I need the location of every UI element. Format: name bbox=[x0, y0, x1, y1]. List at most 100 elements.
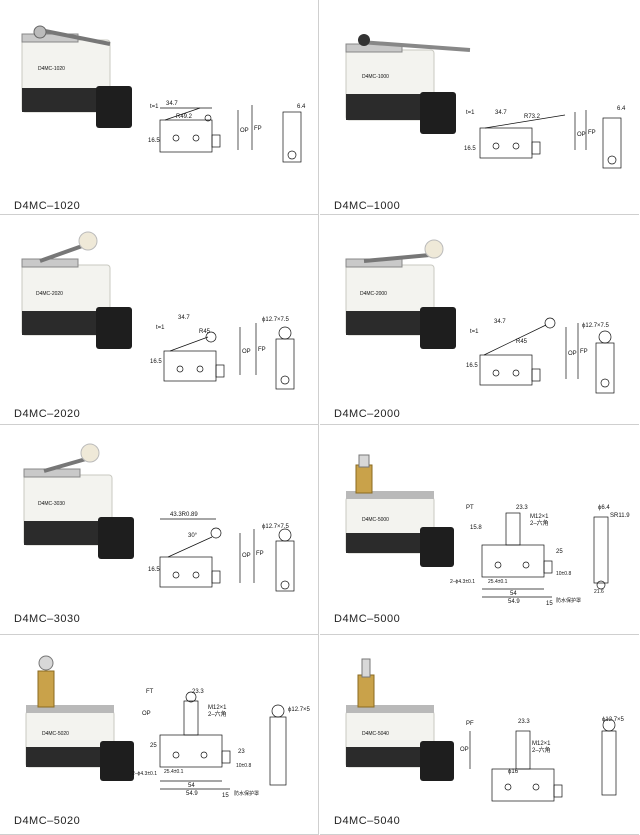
svg-text:16.5: 16.5 bbox=[464, 146, 476, 152]
svg-text:PF: PF bbox=[466, 721, 474, 727]
product-cell-2: D4MC-1000 34.7 t=1 R73.2 6.4 16.5 OP FP … bbox=[320, 0, 639, 215]
product-cell-8: D4MC-5040 PF 23.3 M12×1 2–六角 OP ϕ12.7×5 … bbox=[320, 635, 639, 835]
svg-text:10±0.8: 10±0.8 bbox=[236, 763, 251, 769]
svg-text:10±0.8: 10±0.8 bbox=[556, 571, 571, 577]
svg-text:ϕ16: ϕ16 bbox=[508, 769, 519, 775]
svg-text:D4MC-5040: D4MC-5040 bbox=[362, 731, 389, 737]
svg-text:FP: FP bbox=[256, 551, 264, 557]
switch-photo-and-drawing: D4MC-5000 PT 23.3 M12×1 2–六角 15.8 ϕ6.4 S… bbox=[345, 454, 630, 607]
switch-photo-and-drawing: D4MC-3030 43.3R0.89 30° ϕ12.7×7.5 16.5 O… bbox=[23, 443, 295, 592]
svg-text:OP: OP bbox=[242, 349, 251, 355]
model-label: D4MC–5020 bbox=[14, 815, 81, 827]
svg-text:2–ϕ4.3±0.1: 2–ϕ4.3±0.1 bbox=[132, 771, 157, 777]
model-label: D4MC–1020 bbox=[14, 200, 81, 212]
switch-photo: D4MC-5000 bbox=[345, 454, 454, 567]
model-label: D4MC–1000 bbox=[334, 200, 401, 212]
svg-text:25: 25 bbox=[150, 743, 157, 749]
product-cell-5: D4MC-3030 43.3R0.89 30° ϕ12.7×7.5 16.5 O… bbox=[0, 425, 319, 635]
svg-text:ϕ12.7×7.5: ϕ12.7×7.5 bbox=[262, 317, 290, 323]
product-cell-4: D4MC-2000 34.7 t=1 R45 ϕ12.7×7.5 16.5 OP… bbox=[320, 215, 639, 425]
svg-text:FP: FP bbox=[258, 347, 266, 353]
svg-text:OP: OP bbox=[460, 747, 469, 753]
svg-text:M12×1: M12×1 bbox=[530, 514, 549, 520]
product-cell-1: D4MC-1020 34.7 t=1 R49.2 6.4 16.5 OP FP bbox=[0, 0, 319, 215]
model-label: D4MC–5000 bbox=[334, 613, 401, 625]
svg-text:FT: FT bbox=[146, 689, 154, 695]
svg-text:23.3: 23.3 bbox=[192, 689, 204, 695]
svg-text:34.7: 34.7 bbox=[494, 319, 506, 325]
product-cell-3: D4MC-2020 34.7 t=1 R45 ϕ12.7×7.5 16.5 OP… bbox=[0, 215, 319, 425]
svg-text:M12×1: M12×1 bbox=[532, 741, 551, 747]
svg-text:23.3: 23.3 bbox=[516, 505, 528, 511]
svg-text:D4MC-3030: D4MC-3030 bbox=[38, 501, 65, 507]
svg-text:ϕ12.7×5: ϕ12.7×5 bbox=[288, 707, 311, 713]
svg-text:15.8: 15.8 bbox=[470, 525, 482, 531]
svg-text:D4MC-1000: D4MC-1000 bbox=[362, 74, 389, 80]
svg-text:R73.2: R73.2 bbox=[524, 114, 541, 120]
svg-text:16.5: 16.5 bbox=[466, 363, 478, 369]
switch-photo-and-drawing: D4MC-2000 34.7 t=1 R45 ϕ12.7×7.5 16.5 OP… bbox=[345, 239, 615, 394]
dimension-drawing bbox=[159, 105, 302, 163]
svg-text:30°: 30° bbox=[188, 533, 198, 539]
switch-photo-and-drawing: D4MC-1020 34.7 t=1 R49.2 6.4 16.5 OP FP bbox=[21, 25, 306, 163]
svg-text:t=1: t=1 bbox=[150, 104, 159, 110]
svg-text:D4MC-2020: D4MC-2020 bbox=[36, 291, 63, 297]
switch-photo: D4MC-1000 bbox=[345, 34, 471, 134]
product-cell-6: D4MC-5000 PT 23.3 M12×1 2–六角 15.8 ϕ6.4 S… bbox=[320, 425, 639, 635]
svg-text:21.6: 21.6 bbox=[594, 589, 604, 595]
svg-text:ϕ6.4: ϕ6.4 bbox=[598, 505, 610, 511]
model-label: D4MC–2000 bbox=[334, 408, 401, 420]
svg-text:2–六角: 2–六角 bbox=[208, 710, 227, 718]
switch-photo-and-drawing: D4MC-5020 FT 23.3 M12×1 2–六角 OP ϕ12.7×5 … bbox=[25, 655, 311, 799]
svg-text:SR11.9: SR11.9 bbox=[610, 513, 630, 519]
dimension-drawing bbox=[469, 718, 617, 802]
svg-text:OP: OP bbox=[577, 132, 586, 138]
svg-text:54: 54 bbox=[510, 591, 517, 597]
switch-photo-and-drawing: D4MC-2020 34.7 t=1 R45 ϕ12.7×7.5 16.5 OP… bbox=[21, 231, 295, 390]
svg-text:OP: OP bbox=[142, 711, 151, 717]
svg-text:FP: FP bbox=[580, 349, 588, 355]
svg-text:25.4±0.1: 25.4±0.1 bbox=[488, 579, 508, 585]
dimension-drawing bbox=[479, 110, 622, 169]
svg-text:25: 25 bbox=[556, 549, 563, 555]
switch-photo: D4MC-1020 bbox=[21, 25, 132, 128]
model-label: D4MC–3030 bbox=[14, 613, 81, 625]
switch-photo: D4MC-5020 bbox=[25, 655, 134, 781]
svg-text:2–六角: 2–六角 bbox=[530, 519, 549, 527]
svg-text:FP: FP bbox=[254, 126, 262, 132]
svg-text:23.3: 23.3 bbox=[518, 719, 530, 725]
svg-text:16.5: 16.5 bbox=[148, 138, 160, 144]
svg-text:6.4: 6.4 bbox=[617, 106, 626, 112]
svg-text:34.7: 34.7 bbox=[166, 101, 178, 107]
switch-photo: D4MC-3030 bbox=[23, 443, 134, 559]
svg-text:D4MC-2000: D4MC-2000 bbox=[360, 291, 387, 297]
svg-text:PT: PT bbox=[466, 505, 474, 511]
switch-photo-and-drawing: D4MC-5040 PF 23.3 M12×1 2–六角 OP ϕ12.7×5 … bbox=[345, 658, 625, 802]
svg-text:R45: R45 bbox=[516, 339, 528, 345]
dimension-drawing bbox=[479, 317, 615, 394]
svg-text:2–六角: 2–六角 bbox=[532, 746, 551, 754]
svg-text:R45: R45 bbox=[199, 329, 211, 335]
svg-text:D4MC-1020: D4MC-1020 bbox=[38, 66, 65, 72]
svg-text:34.7: 34.7 bbox=[495, 110, 507, 116]
svg-text:25.4±0.1: 25.4±0.1 bbox=[164, 769, 184, 775]
svg-text:43.3R0.89: 43.3R0.89 bbox=[170, 512, 198, 518]
svg-text:34.7: 34.7 bbox=[178, 315, 190, 321]
svg-text:D4MC-5000: D4MC-5000 bbox=[362, 517, 389, 523]
svg-text:54.9: 54.9 bbox=[186, 791, 198, 797]
dimension-drawing bbox=[159, 518, 295, 592]
switch-photo-and-drawing: D4MC-1000 34.7 t=1 R73.2 6.4 16.5 OP FP bbox=[345, 34, 626, 169]
svg-text:t=1: t=1 bbox=[156, 325, 165, 331]
dimension-drawing bbox=[481, 512, 609, 598]
svg-text:防水保护罩: 防水保护罩 bbox=[556, 597, 581, 604]
svg-text:ϕ12.7×5: ϕ12.7×5 bbox=[602, 717, 625, 723]
svg-text:6.4: 6.4 bbox=[297, 104, 306, 110]
svg-text:54.9: 54.9 bbox=[508, 599, 520, 605]
svg-text:OP: OP bbox=[242, 553, 251, 559]
product-cell-7: D4MC-5020 FT 23.3 M12×1 2–六角 OP ϕ12.7×5 … bbox=[0, 635, 319, 835]
svg-text:M12×1: M12×1 bbox=[208, 705, 227, 711]
svg-text:16.5: 16.5 bbox=[150, 359, 162, 365]
svg-text:16.5: 16.5 bbox=[148, 567, 160, 573]
svg-text:t=1: t=1 bbox=[470, 329, 479, 335]
